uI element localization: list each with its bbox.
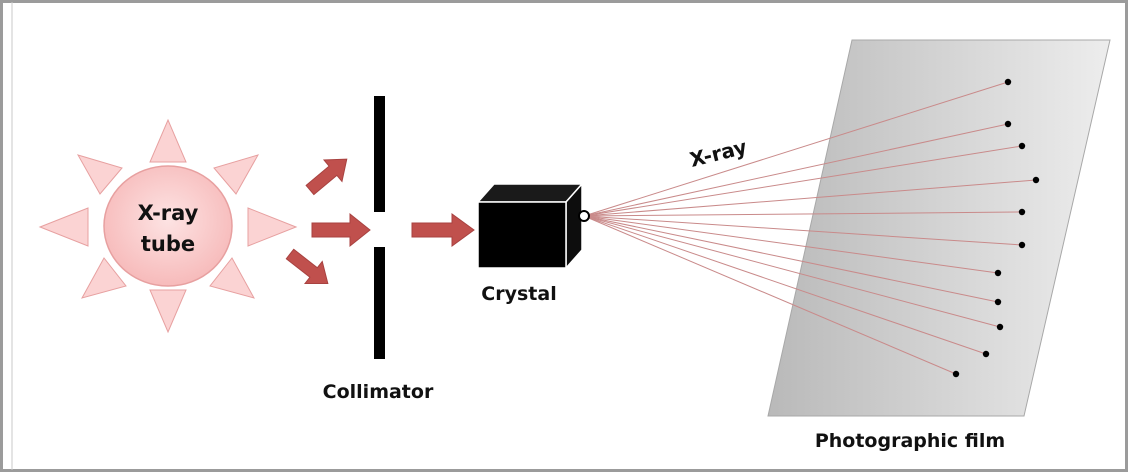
diffraction-spot-7 <box>994 269 1002 277</box>
diffraction-spot-11 <box>952 370 960 378</box>
diffraction-spot-10 <box>982 350 990 358</box>
diffracted-beam-7 <box>583 215 999 274</box>
diffraction-spot-4 <box>1032 176 1040 184</box>
diffracted-beam-2 <box>583 123 1009 217</box>
collimator-lower-slit <box>374 247 385 359</box>
xray-tube-label-line1: X-ray <box>138 201 199 225</box>
diffraction-spot-6 <box>1018 241 1026 249</box>
arrow-icon <box>305 158 348 196</box>
diffraction-spot-8 <box>994 298 1002 306</box>
diffraction-spot-3 <box>1018 142 1026 150</box>
diffracted-beam-1 <box>583 81 1009 217</box>
diffracted-beams <box>583 78 1040 378</box>
diffraction-spot-1 <box>1004 78 1012 86</box>
diffracted-beam-6 <box>583 215 1023 246</box>
diffracted-beam-10 <box>583 215 987 355</box>
diffracted-beam-3 <box>583 145 1023 217</box>
photographic-film-label: Photographic film <box>815 430 1005 452</box>
crystal-source-point <box>578 210 590 222</box>
arrow-icon <box>285 248 329 285</box>
diffracted-beam-11 <box>583 215 957 375</box>
arrow-icon <box>311 212 371 248</box>
collimator-label: Collimator <box>323 381 434 403</box>
crystal-label: Crystal <box>481 283 556 305</box>
arrow-icon <box>411 213 475 247</box>
diffracted-beam-9 <box>583 215 1001 328</box>
diffraction-spot-9 <box>996 323 1004 331</box>
diffraction-spot-5 <box>1018 208 1026 216</box>
photographic-film-plane <box>767 39 1111 417</box>
diffracted-beam-8 <box>583 215 999 303</box>
xray-tube-label-line2: tube <box>141 232 195 256</box>
diffracted-beam-4 <box>583 179 1037 217</box>
collimator-upper-slit <box>374 96 385 212</box>
sun-icon <box>38 118 298 334</box>
diffracted-beam-5 <box>583 211 1023 217</box>
cube-icon <box>476 182 584 270</box>
diffraction-spot-2 <box>1004 120 1012 128</box>
